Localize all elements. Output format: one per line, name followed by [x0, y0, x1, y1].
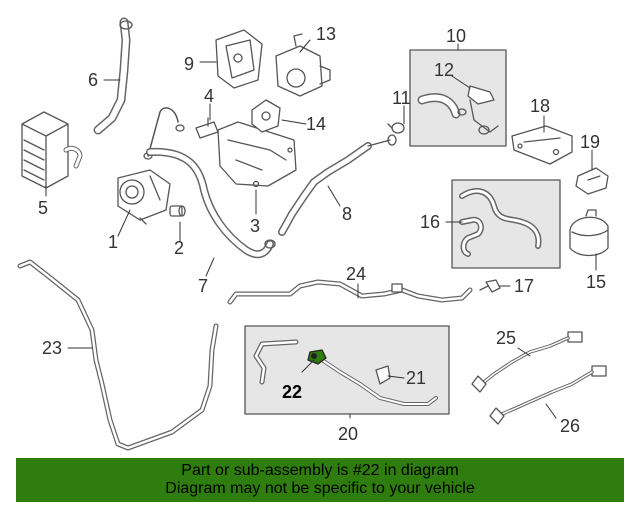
- part-13-valve[interactable]: [275, 33, 331, 97]
- callout-26[interactable]: 26: [560, 416, 580, 436]
- callout-7[interactable]: 7: [198, 276, 208, 296]
- banner-line-disclaimer: Diagram may not be specific to your vehi…: [165, 480, 475, 497]
- callout-10[interactable]: 10: [446, 26, 466, 46]
- part-7-hose[interactable]: [146, 147, 276, 259]
- callout-16[interactable]: 16: [420, 212, 440, 232]
- callout-24[interactable]: 24: [346, 264, 366, 284]
- part-23-line[interactable]: [17, 259, 219, 451]
- callout-25[interactable]: 25: [496, 328, 516, 348]
- parts-diagram: 6 5 1 2 3 4 7 8 9 10 11 12 13 14 15 16 1…: [17, 17, 609, 451]
- callout-6[interactable]: 6: [88, 70, 98, 90]
- part-6-hose[interactable]: [93, 17, 133, 135]
- callout-20[interactable]: 20: [338, 424, 358, 444]
- part-24-line[interactable]: [227, 279, 473, 305]
- callout-17[interactable]: 17: [514, 276, 534, 296]
- callout-1[interactable]: 1: [108, 232, 118, 252]
- callout-3[interactable]: 3: [250, 216, 260, 236]
- callout-11[interactable]: 11: [392, 88, 411, 108]
- callout-9[interactable]: 9: [184, 54, 194, 74]
- banner-line-part: Part or sub-assembly is #22 in diagram: [181, 462, 459, 479]
- callout-5[interactable]: 5: [38, 198, 48, 218]
- part-12-sensor[interactable]: [417, 85, 499, 135]
- leader-lines: [45, 39, 597, 419]
- callout-21[interactable]: 21: [406, 368, 426, 388]
- callout-23[interactable]: 23: [42, 338, 62, 358]
- part-2-fitting[interactable]: [169, 205, 186, 217]
- part-9-cover[interactable]: [215, 29, 263, 89]
- part-20-hose-assembly[interactable]: [253, 339, 438, 406]
- part-21-clip[interactable]: [375, 365, 391, 385]
- part-14-bracket[interactable]: [251, 99, 281, 133]
- part-22-highlight[interactable]: [307, 349, 327, 365]
- callout-22[interactable]: 22: [282, 382, 302, 402]
- callout-13[interactable]: 13: [316, 24, 336, 44]
- part-15-reservoir[interactable]: [569, 209, 609, 257]
- part-26-sensor[interactable]: [489, 365, 607, 425]
- part-3-bracket[interactable]: [217, 121, 297, 188]
- callout-8[interactable]: 8: [342, 204, 352, 224]
- part-25-sensor[interactable]: [471, 331, 583, 393]
- part-17-connector[interactable]: [479, 279, 501, 293]
- part-19-connector[interactable]: [575, 167, 609, 195]
- info-banner: Part or sub-assembly is #22 in diagram D…: [16, 458, 624, 502]
- callout-15[interactable]: 15: [586, 272, 606, 292]
- part-18-bracket[interactable]: [511, 125, 573, 165]
- part-5-canister[interactable]: [21, 111, 83, 189]
- part-11-clamp[interactable]: [387, 122, 405, 134]
- callout-19[interactable]: 19: [580, 132, 600, 152]
- callout-12[interactable]: 12: [434, 60, 454, 80]
- callout-14[interactable]: 14: [306, 114, 326, 134]
- part-8-pipe[interactable]: [278, 134, 397, 236]
- callout-2[interactable]: 2: [174, 238, 184, 258]
- part-4-connector[interactable]: [195, 117, 219, 139]
- callout-18[interactable]: 18: [530, 96, 550, 116]
- callout-4[interactable]: 4: [204, 86, 214, 106]
